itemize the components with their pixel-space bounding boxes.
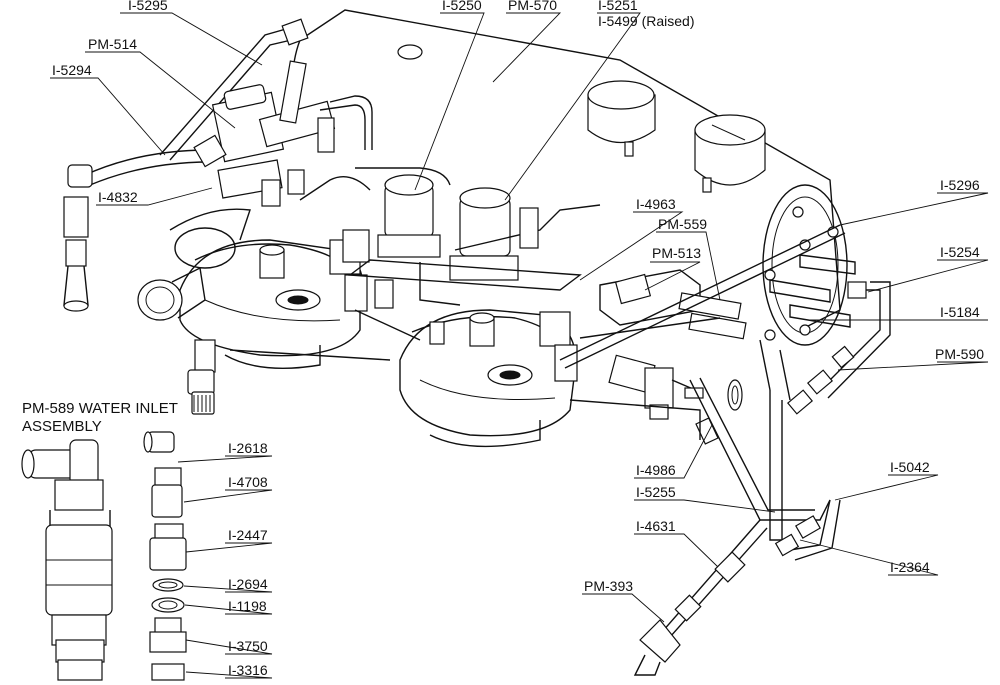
boiler-tank [291,9,856,346]
left-valve-cluster [193,60,373,207]
water-inlet-assembly [21,431,187,681]
center-solenoids [299,167,601,306]
callout-i-3316: I-3316 [228,662,268,678]
callout-i-3750: I-3750 [228,638,268,654]
callout-i-2447: I-2447 [228,527,268,543]
callout-i-4963: I-4963 [636,196,676,212]
callout-i-2694: I-2694 [228,576,268,592]
connector-pipe-2 [229,349,391,361]
callout-i-4986: I-4986 [636,462,676,478]
callout-i-5255: I-5255 [636,484,676,500]
right-valve-cluster [579,269,747,445]
callout-pm-590: PM-590 [935,346,985,362]
callout-i-4708: I-4708 [228,474,268,490]
callout-i-5499: I-5499 (Raised) [598,13,695,29]
callout-pm-513: PM-513 [652,245,702,261]
left-fitting [63,164,93,312]
leader-lines [50,12,989,679]
left-heater [137,208,394,415]
callout-i-5251: I-5251 [598,0,638,13]
callout-i-5042: I-5042 [890,459,930,475]
callout-i-2364: I-2364 [890,559,930,575]
top-pipe [84,18,309,186]
callout-i-5295: I-5295 [128,0,168,13]
callout-i-1198: I-1198 [228,598,267,614]
callout-i-5296: I-5296 [940,177,980,193]
callout-pm-570: PM-570 [508,0,558,13]
callout-pm-393: PM-393 [584,578,634,594]
connector-pipe-3 [569,399,701,440]
right-heater [399,309,578,448]
base-plate [348,259,582,291]
callout-i-2618: I-2618 [228,440,268,456]
callout-i-5184: I-5184 [940,304,980,320]
callout-pm-514: PM-514 [88,36,138,52]
assembly-title: PM-589 WATER INLET ASSEMBLY [22,400,178,435]
connector-pipe [354,309,421,341]
callout-pm-559: PM-559 [658,216,708,232]
callout-i-5250: I-5250 [442,0,482,13]
right-pipes [559,224,891,676]
callout-i-5294: I-5294 [52,62,92,78]
callout-i-4832: I-4832 [98,189,138,205]
callout-i-4631: I-4631 [636,518,676,534]
callout-i-5254: I-5254 [940,244,980,260]
